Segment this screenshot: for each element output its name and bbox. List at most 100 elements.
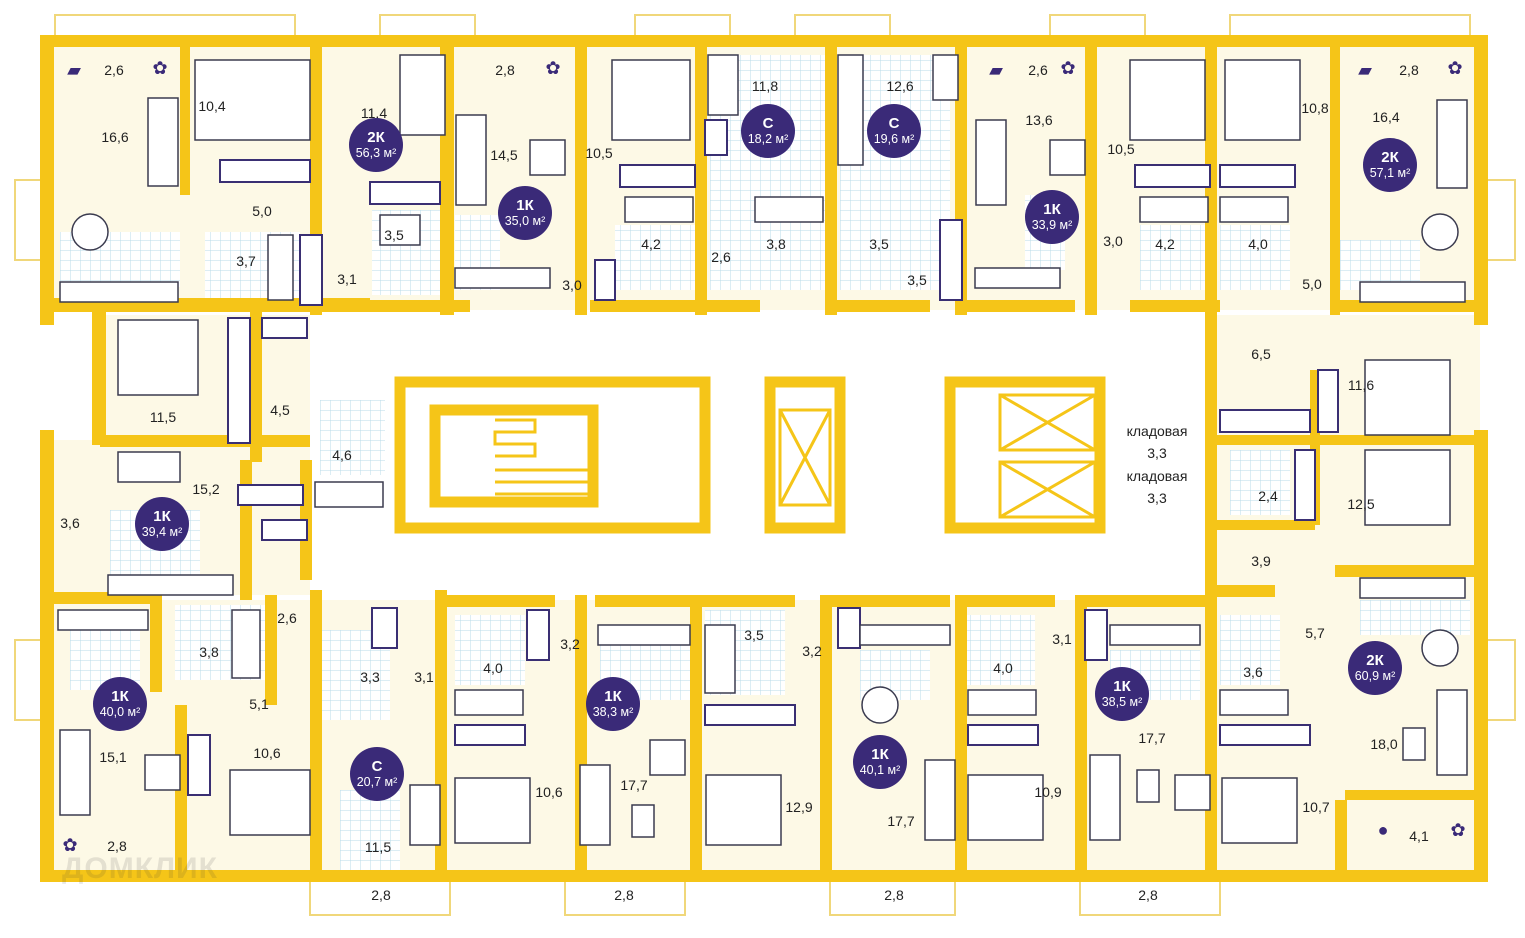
- apartment-area: 40,0 м²: [99, 705, 141, 719]
- apartment-type: 2К: [1381, 149, 1399, 166]
- apartment-type: С: [762, 115, 774, 132]
- chair-icon: ▰: [1358, 60, 1372, 80]
- room-area: 10,5: [1107, 141, 1135, 157]
- room-area: 3,2: [802, 643, 822, 659]
- apartment-badge[interactable]: С 18,2 м²: [741, 104, 795, 158]
- apartment-type: С: [371, 758, 383, 775]
- room-area: 5,1: [249, 696, 269, 712]
- room-area: 5,0: [1302, 276, 1322, 292]
- room-area: 4,6: [332, 447, 352, 463]
- room-area: 16,6: [101, 129, 129, 145]
- apartment-badge[interactable]: 2К 57,1 м²: [1363, 138, 1417, 192]
- room-area: 2,6: [277, 610, 297, 626]
- room-area: 18,0: [1370, 736, 1398, 752]
- apartment-area: 60,9 м²: [1354, 669, 1396, 683]
- apartment-area: 38,5 м²: [1101, 695, 1143, 709]
- chair-icon: ▰: [989, 60, 1003, 80]
- furniture: [57, 54, 1468, 846]
- room-area: 11,8: [751, 78, 779, 94]
- room-area: 5,7: [1305, 625, 1325, 641]
- room-area: 13,6: [1025, 112, 1053, 128]
- apartment-badge[interactable]: 1К 40,1 м²: [853, 735, 907, 789]
- apartment-badge[interactable]: 2К 60,9 м²: [1348, 641, 1402, 695]
- apartment-badge[interactable]: 1К 33,9 м²: [1025, 190, 1079, 244]
- apartment-type: 1К: [604, 688, 622, 705]
- apartment-badge[interactable]: 1К 38,3 м²: [586, 677, 640, 731]
- core: [394, 376, 1106, 534]
- apartment-badge[interactable]: 1К 39,4 м²: [135, 497, 189, 551]
- room-area: 4,2: [641, 236, 661, 252]
- room-area: 10,8: [1301, 100, 1329, 116]
- storage-label: кладовая: [1126, 468, 1188, 484]
- room-area: 3,8: [199, 644, 219, 660]
- apartment-area: 19,6 м²: [873, 132, 915, 146]
- room-area: 4,2: [1155, 236, 1175, 252]
- room-area: 3,0: [562, 277, 582, 293]
- apartment-area: 57,1 м²: [1369, 166, 1411, 180]
- room-area: 3,5: [907, 272, 927, 288]
- storage-area: 3,3: [1147, 445, 1167, 461]
- apartment-type: 1К: [153, 508, 171, 525]
- room-area: 3,9: [1251, 553, 1271, 569]
- room-area: 15,1: [99, 749, 127, 765]
- chair-icon: ●: [1377, 820, 1389, 840]
- room-area: 2,8: [495, 62, 515, 78]
- apartment-area: 20,7 м²: [356, 775, 398, 789]
- room-area: 3,6: [60, 515, 80, 531]
- storage-area: 3,3: [1147, 490, 1167, 506]
- watermark: ДОМКЛИК: [62, 852, 218, 885]
- room-area: 3,5: [384, 227, 404, 243]
- apartment-type: 1К: [871, 746, 889, 763]
- apartment-type: 1К: [1043, 201, 1061, 218]
- room-area: 17,7: [1138, 730, 1166, 746]
- room-area: 3,1: [414, 669, 434, 685]
- storage-label: кладовая: [1126, 423, 1188, 439]
- storage-room: кладовая 3,3: [1127, 420, 1188, 464]
- apartment-area: 35,0 м²: [504, 214, 546, 228]
- room-area: 4,0: [993, 660, 1013, 676]
- wardrobes: [187, 119, 1339, 796]
- plant-icon: ✿: [1060, 58, 1076, 78]
- room-area: 11,5: [149, 409, 177, 425]
- room-area: 3,7: [236, 253, 256, 269]
- room-area: 3,2: [560, 636, 580, 652]
- room-area: 14,5: [490, 147, 518, 163]
- plant-icon: ✿: [545, 58, 561, 78]
- room-area: 2,8: [107, 838, 127, 854]
- plant-icon: ✿: [62, 835, 78, 855]
- room-area: 2,6: [1028, 62, 1048, 78]
- room-area: 10,6: [253, 745, 281, 761]
- room-area: 2,8: [884, 887, 904, 903]
- apartment-badge[interactable]: С 19,6 м²: [867, 104, 921, 158]
- room-area: 11,4: [360, 105, 388, 121]
- room-area: 2,6: [711, 249, 731, 265]
- apartment-type: 1К: [1113, 678, 1131, 695]
- plant-icon: ✿: [1450, 820, 1466, 840]
- apartment-type: 2К: [367, 129, 385, 146]
- room-area: 2,4: [1258, 488, 1278, 504]
- apartment-badge[interactable]: С 20,7 м²: [350, 747, 404, 801]
- plant-icon: ✿: [152, 58, 168, 78]
- room-area: 4,1: [1409, 828, 1429, 844]
- room-area: 15,2: [192, 481, 220, 497]
- room-area: 10,4: [198, 98, 226, 114]
- room-area: 3,8: [766, 236, 786, 252]
- room-area: 10,6: [535, 784, 563, 800]
- room-area: 3,1: [1052, 631, 1072, 647]
- apartment-badge[interactable]: 2К 56,3 м²: [349, 118, 403, 172]
- room-area: 2,8: [371, 887, 391, 903]
- apartment-area: 38,3 м²: [592, 705, 634, 719]
- apartment-badge[interactable]: 1К 38,5 м²: [1095, 667, 1149, 721]
- room-area: 5,0: [252, 203, 272, 219]
- room-area: 16,4: [1372, 109, 1400, 125]
- room-area: 2,8: [1399, 62, 1419, 78]
- room-area: 10,5: [585, 145, 613, 161]
- room-area: 4,0: [483, 660, 503, 676]
- room-area: 2,8: [1138, 887, 1158, 903]
- room-area: 12,6: [886, 78, 914, 94]
- apartment-badge[interactable]: 1К 35,0 м²: [498, 186, 552, 240]
- apartment-badge[interactable]: 1К 40,0 м²: [93, 677, 147, 731]
- apartment-area: 33,9 м²: [1031, 218, 1073, 232]
- room-area: 17,7: [620, 777, 648, 793]
